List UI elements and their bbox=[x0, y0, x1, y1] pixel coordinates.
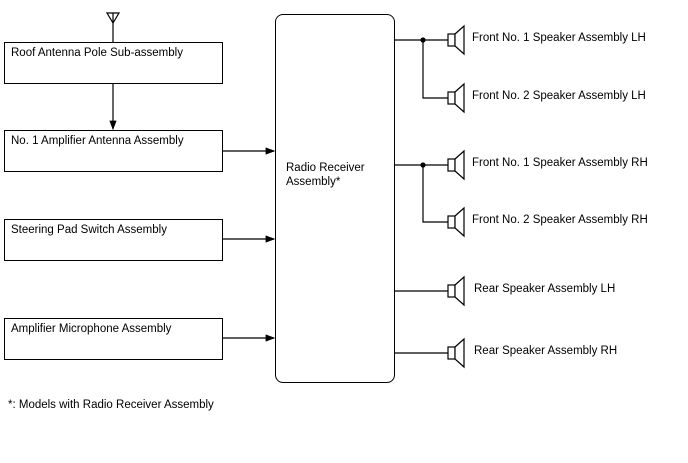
radio-receiver-label-line2: Assembly* bbox=[286, 176, 341, 188]
radio-receiver-label-line1: Radio Receiver bbox=[286, 162, 365, 174]
speaker-label-front1-rh: Front No. 1 Speaker Assembly RH bbox=[472, 157, 648, 169]
speaker-icon bbox=[447, 149, 465, 181]
roof-antenna-label: Roof Antenna Pole Sub-assembly bbox=[11, 47, 183, 59]
speaker-icon bbox=[447, 337, 465, 369]
speaker-icon bbox=[447, 206, 465, 238]
amplifier-antenna-box: No. 1 Amplifier Antenna Assembly bbox=[4, 130, 223, 172]
radio-receiver-box: Radio Receiver Assembly* bbox=[275, 14, 395, 383]
speaker-label-front1-lh: Front No. 1 Speaker Assembly LH bbox=[472, 32, 646, 44]
steering-pad-label: Steering Pad Switch Assembly bbox=[11, 224, 167, 236]
footnote: *: Models with Radio Receiver Assembly bbox=[8, 399, 214, 411]
roof-antenna-box: Roof Antenna Pole Sub-assembly bbox=[4, 42, 223, 84]
amplifier-microphone-box: Amplifier Microphone Assembly bbox=[4, 318, 223, 360]
speaker-icon bbox=[447, 24, 465, 56]
amplifier-antenna-label: No. 1 Amplifier Antenna Assembly bbox=[11, 135, 184, 147]
antenna-icon bbox=[105, 12, 121, 42]
amplifier-microphone-label: Amplifier Microphone Assembly bbox=[11, 323, 172, 335]
speaker-label-front2-lh: Front No. 2 Speaker Assembly LH bbox=[472, 90, 646, 102]
steering-pad-box: Steering Pad Switch Assembly bbox=[4, 219, 223, 261]
speaker-icon bbox=[447, 275, 465, 307]
speaker-label-rear-rh: Rear Speaker Assembly RH bbox=[474, 345, 618, 357]
speaker-outputs bbox=[394, 39, 448, 354]
speaker-label-rear-lh: Rear Speaker Assembly LH bbox=[474, 283, 616, 295]
speaker-label-front2-rh: Front No. 2 Speaker Assembly RH bbox=[472, 214, 648, 226]
speaker-icon bbox=[447, 82, 465, 114]
